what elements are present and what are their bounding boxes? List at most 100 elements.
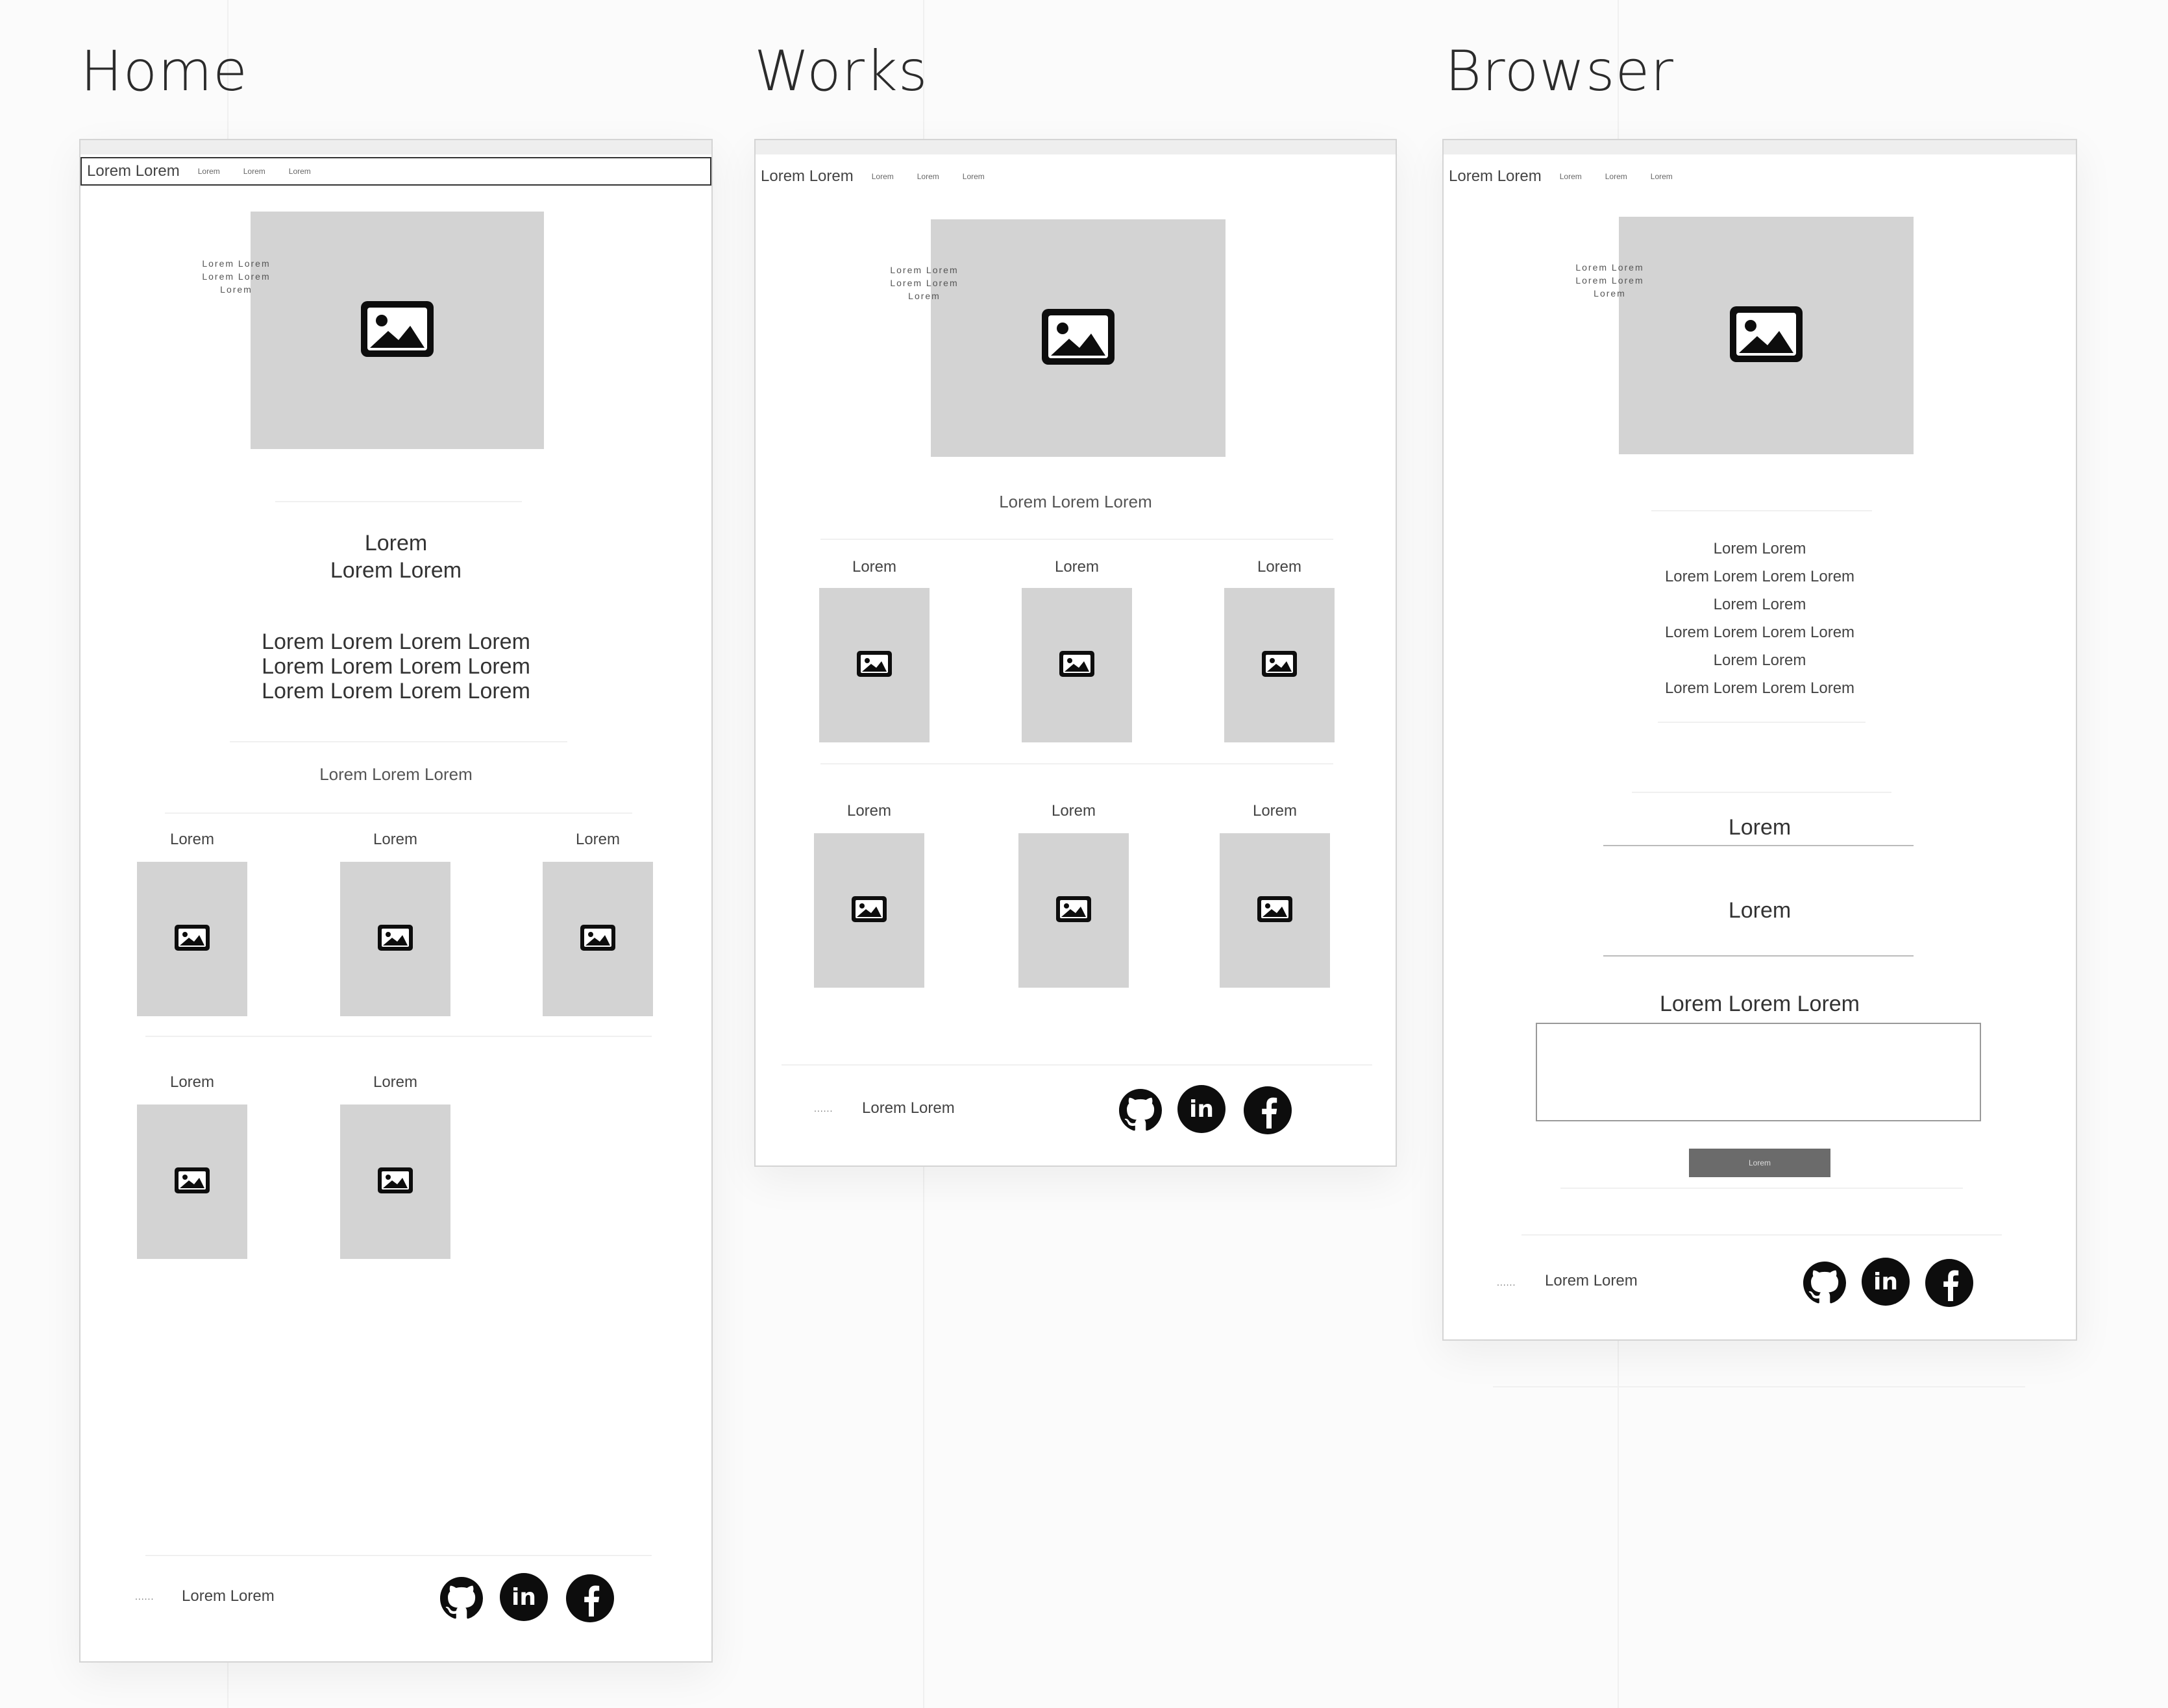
divider xyxy=(820,539,1333,540)
facebook-icon[interactable] xyxy=(1925,1259,1973,1307)
image-icon xyxy=(378,1167,413,1197)
nav-link-3[interactable]: Lorem xyxy=(962,172,985,181)
form-field-label: Lorem xyxy=(1728,898,1792,923)
work-thumbnail[interactable] xyxy=(1018,833,1129,988)
image-icon xyxy=(175,1167,210,1197)
thumb-label: Lorem xyxy=(373,831,418,848)
work-thumbnail[interactable] xyxy=(1022,588,1132,742)
home-paragraph: Lorem Lorem Lorem Lorem Lorem Lorem Lore… xyxy=(262,629,530,703)
divider xyxy=(820,763,1333,764)
divider xyxy=(1521,1234,2002,1236)
image-icon xyxy=(1042,308,1115,368)
nav-link-2[interactable]: Lorem xyxy=(243,167,265,176)
thumb-label: Lorem xyxy=(1252,802,1298,820)
work-thumbnail[interactable] xyxy=(543,862,653,1016)
nav-link-1[interactable]: Lorem xyxy=(871,172,894,181)
thumb-label: Lorem xyxy=(852,558,897,576)
nav-link-1[interactable]: Lorem xyxy=(1559,172,1582,181)
divider xyxy=(165,812,632,814)
hero-image-placeholder xyxy=(251,212,544,449)
work-thumbnail[interactable] xyxy=(137,1104,247,1259)
nav-brand[interactable]: Lorem Lorem xyxy=(1449,167,1542,185)
linkedin-icon[interactable]: in xyxy=(500,1573,548,1621)
github-icon[interactable] xyxy=(437,1574,486,1622)
footer-text: Lorem Lorem xyxy=(862,1099,955,1117)
thumb-label: Lorem xyxy=(373,1073,418,1091)
footer-dash: ...... xyxy=(135,1591,154,1602)
nav-link-3[interactable]: Lorem xyxy=(288,167,311,176)
divider xyxy=(1493,1386,2025,1387)
thumb-label: Lorem xyxy=(846,802,892,820)
divider xyxy=(145,1036,652,1037)
image-icon xyxy=(361,300,434,360)
form-field-2[interactable] xyxy=(1603,955,1914,957)
image-icon xyxy=(1257,896,1292,925)
nav-link-1[interactable]: Lorem xyxy=(197,167,220,176)
divider xyxy=(275,501,522,502)
works-section-title: Lorem Lorem Lorem xyxy=(999,492,1152,511)
image-icon xyxy=(1056,896,1091,925)
divider xyxy=(782,1064,1372,1066)
frame-title-home: Home xyxy=(80,39,248,104)
footer-dash: ...... xyxy=(1497,1277,1516,1287)
thumb-label: Lorem xyxy=(1257,558,1302,576)
works-frame: Lorem Lorem Lorem Lorem Lorem Lorem Lore… xyxy=(754,139,1397,1167)
divider xyxy=(230,741,567,742)
nav-link-3[interactable]: Lorem xyxy=(1650,172,1673,181)
divider xyxy=(1658,722,1866,723)
form-field-label: Lorem xyxy=(1728,815,1792,840)
work-thumbnail[interactable] xyxy=(1224,588,1335,742)
image-icon xyxy=(857,650,892,680)
divider xyxy=(1560,1188,1963,1189)
frame-title-works: Works xyxy=(754,39,928,104)
image-icon xyxy=(1262,650,1297,680)
footer: ...... Lorem Lorem in xyxy=(756,1080,1396,1151)
window-bar xyxy=(1444,140,2076,154)
github-icon[interactable] xyxy=(1116,1086,1164,1134)
image-icon xyxy=(580,924,615,954)
work-thumbnail[interactable] xyxy=(814,833,924,988)
window-bar xyxy=(756,140,1396,154)
footer: ...... Lorem Lorem in xyxy=(1444,1251,2076,1323)
thumb-label: Lorem xyxy=(1054,558,1100,576)
browser-text-block: Lorem Lorem Lorem Lorem Lorem Lorem Lore… xyxy=(1664,540,1855,697)
image-icon xyxy=(1059,650,1094,680)
work-thumbnail[interactable] xyxy=(1220,833,1330,988)
facebook-icon[interactable] xyxy=(1244,1086,1292,1134)
textarea-label: Lorem Lorem Lorem xyxy=(1659,992,1860,1016)
footer-text: Lorem Lorem xyxy=(182,1587,275,1605)
form-field-1[interactable] xyxy=(1603,845,1914,846)
window-bar xyxy=(80,140,711,154)
footer-dash: ...... xyxy=(814,1103,833,1114)
work-thumbnail[interactable] xyxy=(340,1104,450,1259)
home-frame: Lorem Lorem Lorem Lorem Lorem Lorem Lore… xyxy=(79,139,713,1663)
work-thumbnail[interactable] xyxy=(340,862,450,1016)
thumb-label: Lorem xyxy=(575,831,621,848)
divider xyxy=(1632,792,1891,793)
thumb-label: Lorem xyxy=(169,1073,215,1091)
work-thumbnail[interactable] xyxy=(819,588,930,742)
message-textarea[interactable] xyxy=(1536,1023,1981,1121)
linkedin-icon[interactable]: in xyxy=(1177,1085,1226,1133)
nav-link-2[interactable]: Lorem xyxy=(1605,172,1627,181)
divider xyxy=(1651,510,1872,511)
work-thumbnail[interactable] xyxy=(137,862,247,1016)
submit-button[interactable]: Lorem xyxy=(1689,1149,1830,1177)
image-icon xyxy=(378,924,413,954)
nav-bar: Lorem Lorem Lorem Lorem Lorem xyxy=(1444,164,2076,189)
github-icon[interactable] xyxy=(1801,1259,1849,1307)
nav-link-2[interactable]: Lorem xyxy=(917,172,939,181)
home-section-title: Lorem Lorem Lorem xyxy=(319,764,473,784)
nav-bar: Lorem Lorem Lorem Lorem Lorem xyxy=(756,164,1396,189)
image-icon xyxy=(175,924,210,954)
facebook-icon[interactable] xyxy=(566,1574,614,1622)
nav-brand[interactable]: Lorem Lorem xyxy=(761,167,854,185)
nav-brand[interactable]: Lorem Lorem xyxy=(87,162,180,180)
linkedin-icon[interactable]: in xyxy=(1862,1258,1910,1306)
footer: ...... Lorem Lorem in xyxy=(80,1568,711,1639)
nav-bar: Lorem Lorem Lorem Lorem Lorem xyxy=(80,157,711,186)
browser-frame: Lorem Lorem Lorem Lorem Lorem Lorem Lore… xyxy=(1442,139,2077,1341)
